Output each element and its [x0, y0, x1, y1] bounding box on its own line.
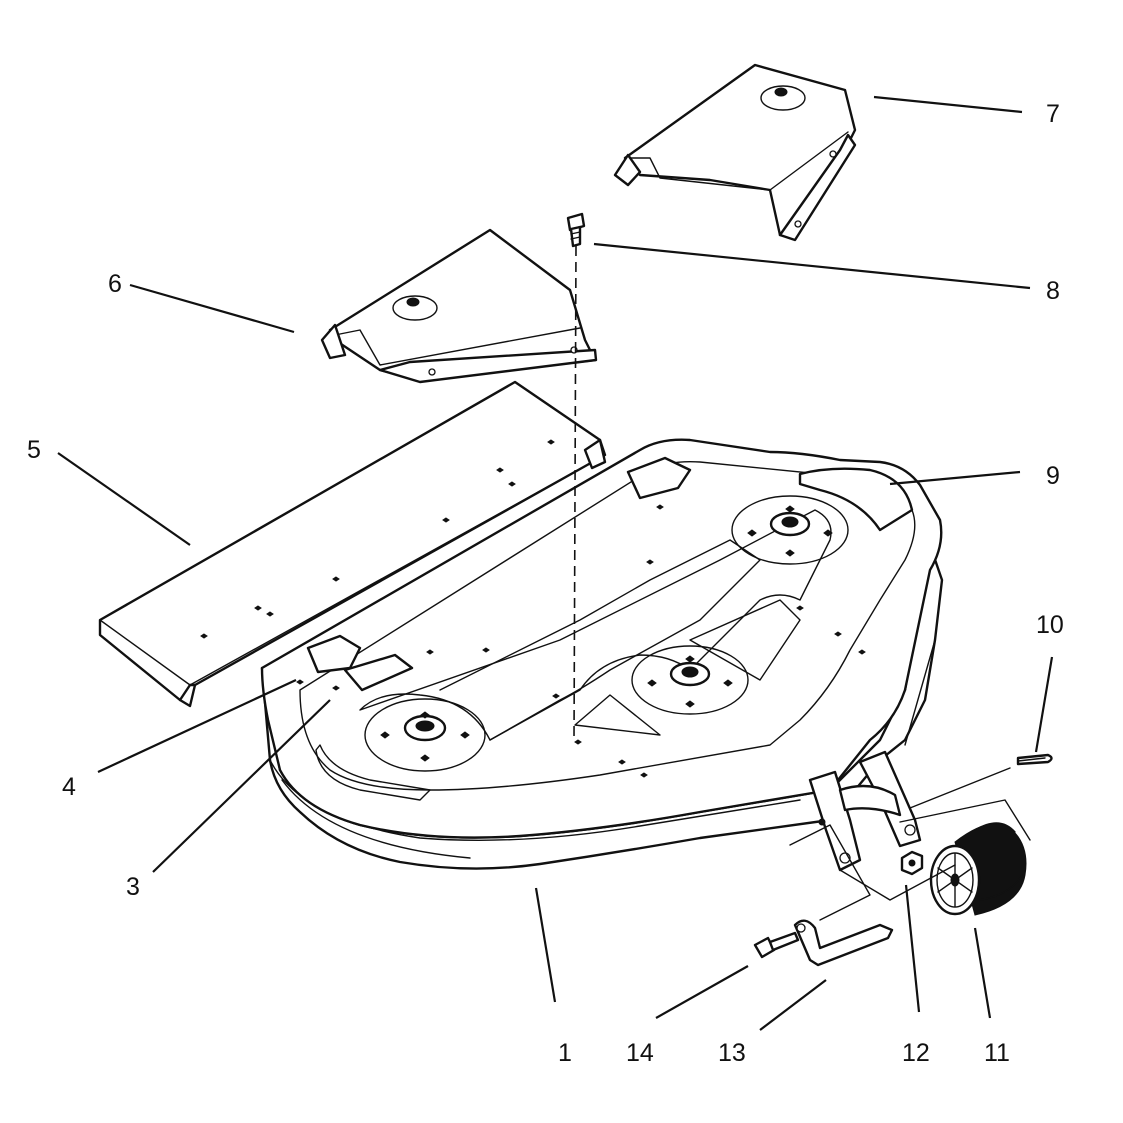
callout-9: 9: [1046, 462, 1060, 490]
wheel-bracket: [793, 919, 894, 967]
callout-12: 12: [902, 1039, 930, 1067]
right-pulley-cover: [613, 63, 857, 242]
callout-5: 5: [27, 436, 41, 464]
deck-holes: [296, 504, 866, 778]
callout-14: 14: [626, 1039, 654, 1067]
callout-1: 1: [558, 1039, 572, 1067]
deck-wheel-mount: [808, 770, 862, 872]
screw: [566, 212, 586, 741]
callout-labels: 1 3 4 5 6 7 8 9 10 11 12 13 14: [27, 100, 1064, 1067]
cotter-pin: [1016, 753, 1053, 766]
decal-3: [343, 653, 414, 692]
spindle-center: [631, 645, 749, 715]
callout-13: 13: [718, 1039, 746, 1067]
center-cover: [98, 380, 607, 708]
leader-lines: [57, 95, 1054, 1031]
callout-3: 3: [126, 873, 140, 901]
gauge-wheel: [929, 822, 1027, 916]
callout-6: 6: [108, 270, 122, 298]
spindle-right: [731, 495, 849, 565]
bolt: [753, 931, 800, 959]
left-pulley-cover: [320, 228, 598, 384]
callout-4: 4: [62, 773, 76, 801]
decal-rear: [626, 456, 692, 500]
mower-deck: [260, 438, 944, 872]
decal-4: [306, 634, 362, 674]
spindle-left: [364, 698, 486, 772]
callout-10: 10: [1036, 611, 1064, 639]
callout-11: 11: [984, 1039, 1010, 1067]
explode-lines: [789, 767, 1031, 921]
callout-8: 8: [1046, 277, 1060, 305]
callout-7: 7: [1046, 100, 1060, 128]
deck-baffle: [359, 509, 832, 741]
nut: [900, 850, 924, 876]
decal-9: [798, 467, 914, 532]
